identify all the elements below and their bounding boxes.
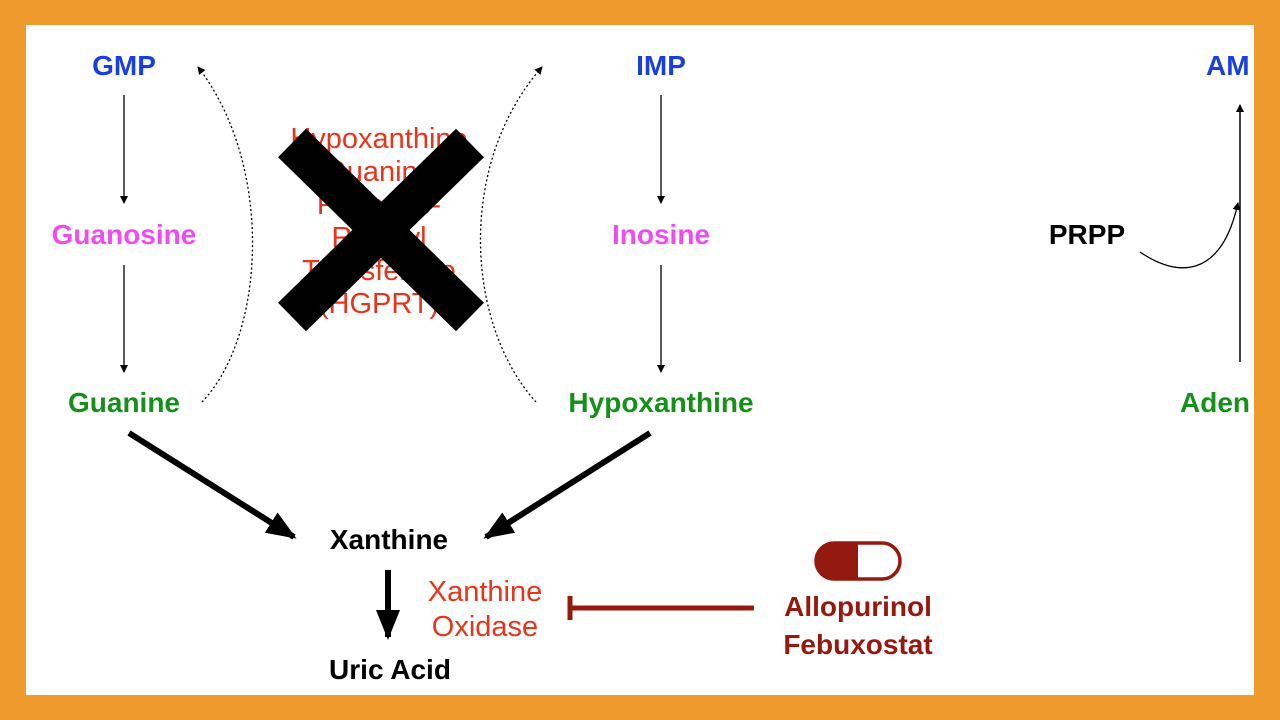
capsule-pill-icon — [814, 541, 902, 581]
node-gmp: GMP — [92, 50, 156, 81]
drug-allopurinol: Allopurinol — [784, 591, 932, 622]
drug-list: Allopurinol Febuxostat — [783, 588, 932, 664]
node-guanosine: Guanosine — [51, 219, 197, 250]
node-inosine: Inosine — [611, 219, 711, 250]
enzyme-xanthine-oxidase-line: Oxidase — [431, 611, 539, 643]
node-amp: AM — [1206, 50, 1250, 81]
drug-febuxostat: Febuxostat — [783, 629, 933, 660]
enzyme-xanthine-oxidase: Xanthine Oxidase — [428, 575, 543, 645]
enzyme-xanthine-oxidase-line: Xanthine — [427, 576, 543, 608]
arrow-prpp-into-amp — [1139, 202, 1241, 269]
arrow-guanine-salvage-to-gmp — [197, 66, 254, 403]
node-imp: IMP — [636, 50, 686, 81]
arrow-hypoxanthine-to-xanthine — [483, 430, 652, 540]
node-uric-acid: Uric Acid — [329, 654, 451, 685]
arrow-hypoxanthine-salvage-to-imp — [479, 66, 543, 403]
arrow-guanine-to-xanthine — [127, 430, 297, 540]
pathway-arrows — [120, 66, 1244, 640]
cross-mark-icon — [278, 128, 484, 332]
node-prpp: PRPP — [1048, 219, 1126, 250]
node-xanthine: Xanthine — [329, 524, 449, 555]
node-adenine: Aden — [1180, 387, 1250, 418]
diagram-canvas: GMP Guanosine Guanine IMP Inosine Hypoxa… — [26, 25, 1254, 695]
node-guanine: Guanine — [67, 387, 181, 418]
node-hypoxanthine: Hypoxanthine — [568, 387, 754, 418]
